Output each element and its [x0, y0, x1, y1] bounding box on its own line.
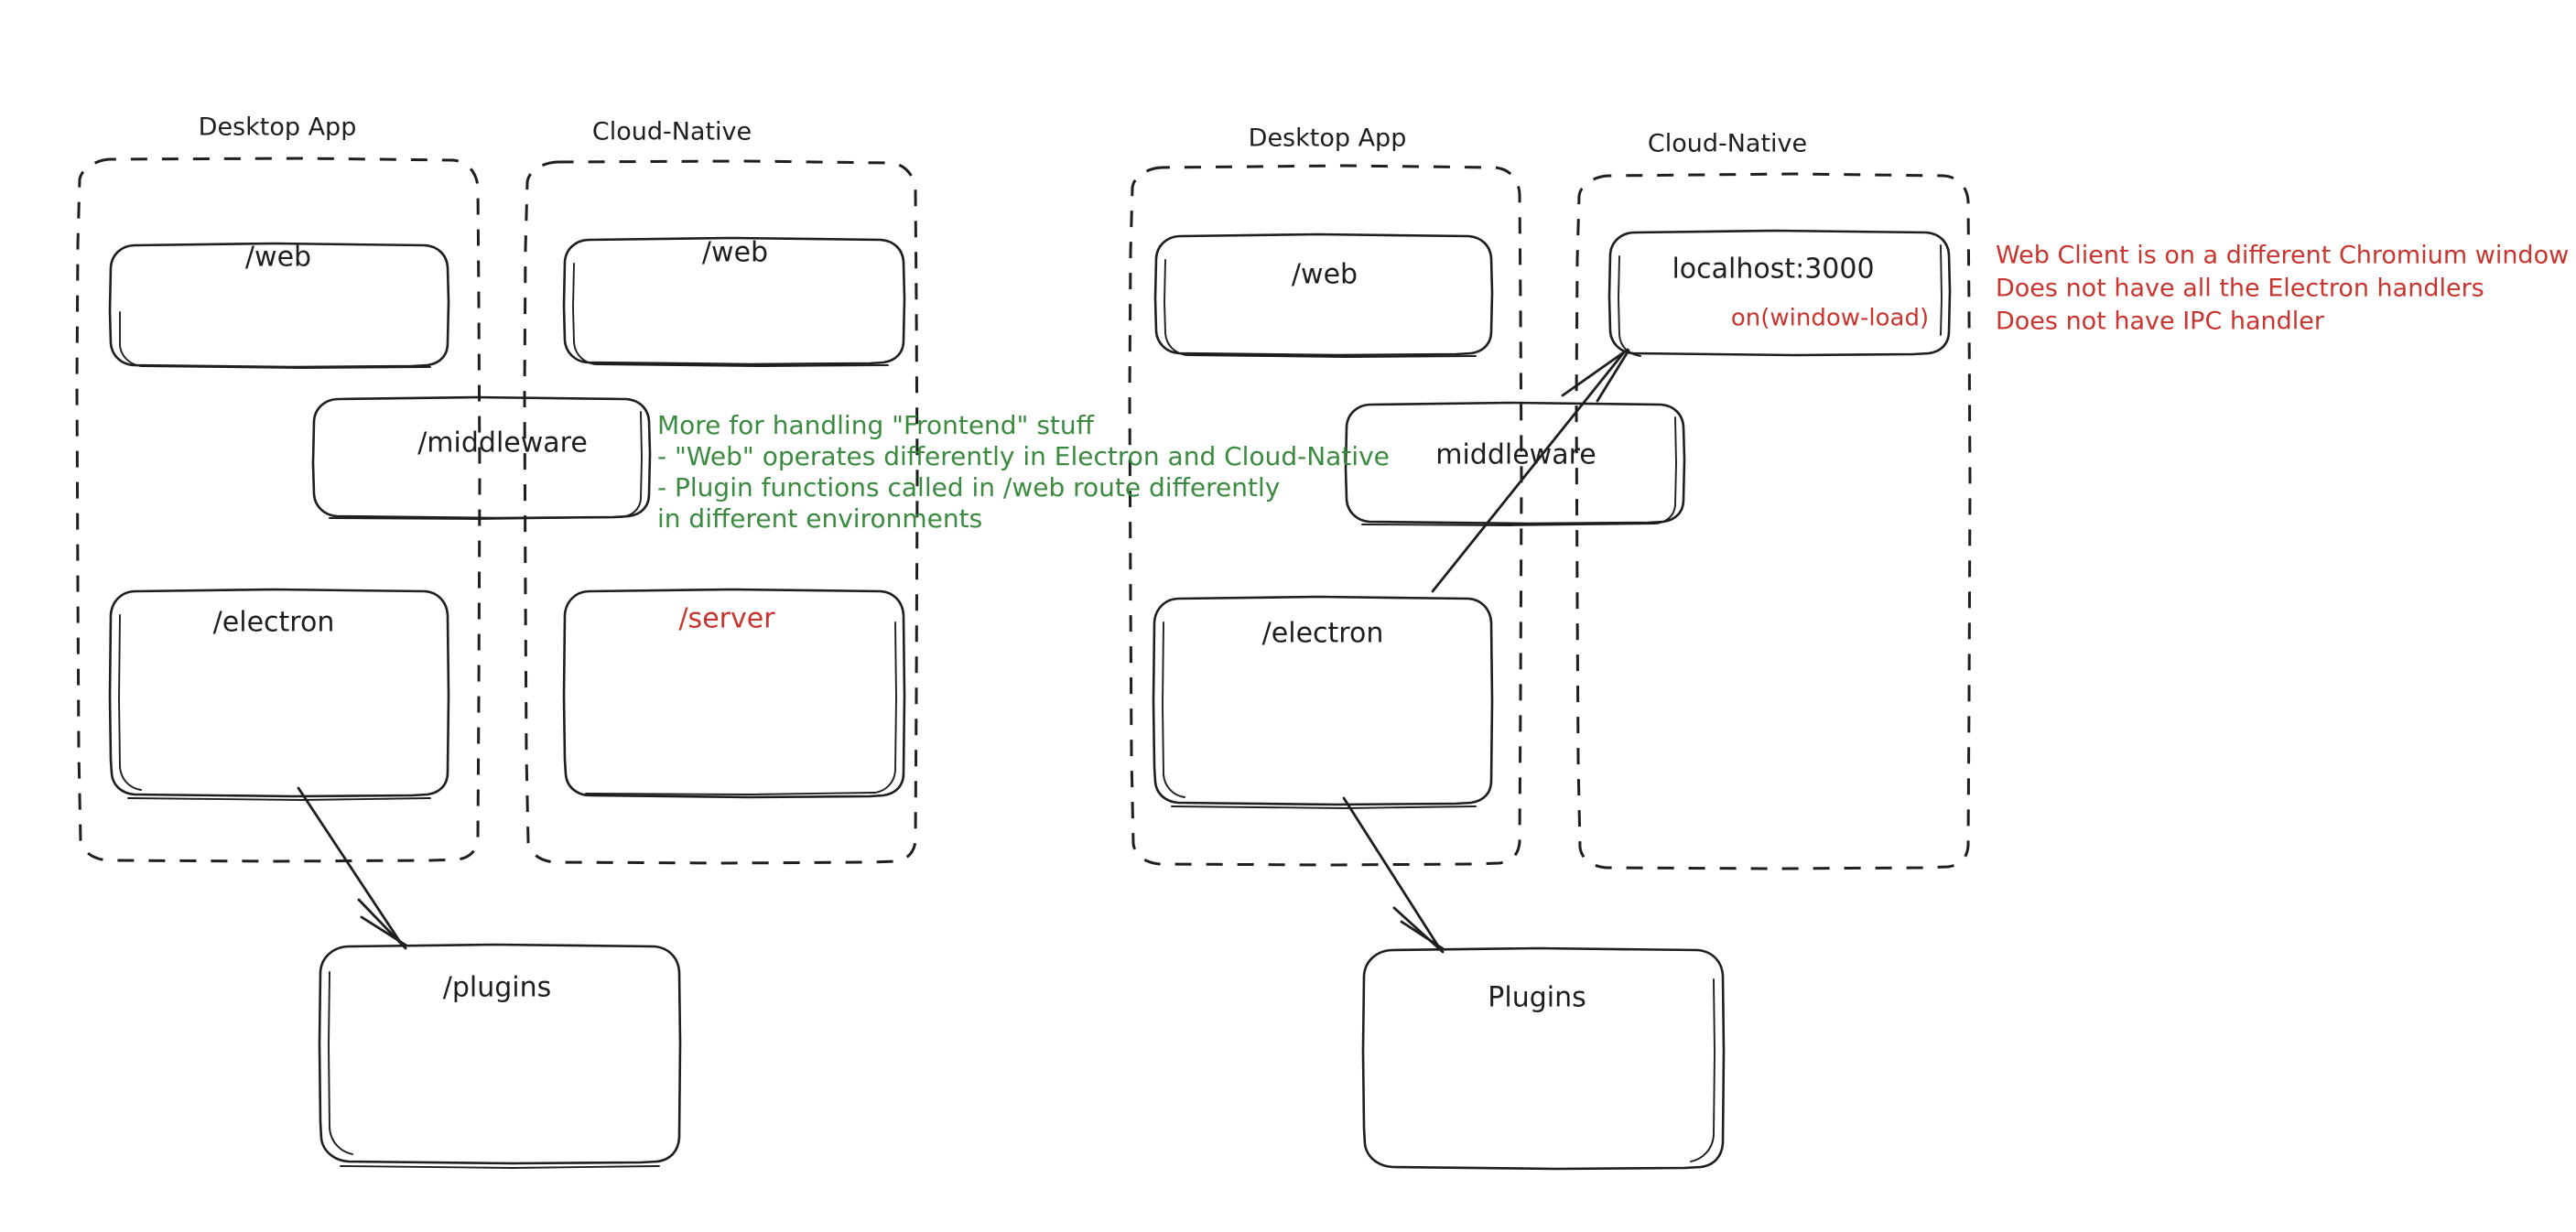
- group-label-right-desktop: Desktop App: [1249, 124, 1407, 153]
- node-label-left-web-desktop: /web: [245, 242, 311, 274]
- node-label-left-electron: /electron: [213, 607, 335, 639]
- note-red-line-1: Web Client is on a different Chromium wi…: [1996, 242, 2569, 270]
- node-label-right-localhost: localhost:3000: [1672, 254, 1874, 286]
- note-red-line-3: Does not have IPC handler: [1996, 308, 2325, 336]
- group-label-right-cloud: Cloud-Native: [1648, 130, 1807, 158]
- node-left-middleware[interactable]: [311, 395, 652, 520]
- node-left-plugins[interactable]: [318, 943, 682, 1169]
- node-left-web-desktop[interactable]: [108, 242, 450, 369]
- note-green-line-1: More for handling "Frontend" stuff: [657, 410, 1095, 440]
- node-right-web-desktop[interactable]: [1153, 232, 1494, 358]
- note-green-line-2: - "Web" operates differently in Electron…: [657, 441, 1390, 471]
- node-label-right-middleware: middleware: [1435, 439, 1596, 471]
- group-label-left-desktop: Desktop App: [199, 113, 357, 142]
- node-left-web-cloud[interactable]: [562, 236, 906, 367]
- group-container-left-desktop[interactable]: [75, 157, 482, 863]
- node-label-left-server: /server: [678, 603, 775, 635]
- note-green-line-3: - Plugin functions called in /web route …: [657, 472, 1280, 503]
- node-label-left-plugins: /plugins: [443, 972, 552, 1004]
- node-label-right-web-desktop: /web: [1292, 259, 1358, 291]
- node-label-right-plugins: Plugins: [1488, 982, 1586, 1014]
- note-green-line-4: in different environments: [657, 503, 982, 534]
- node-right-electron[interactable]: [1152, 595, 1494, 809]
- node-right-middleware[interactable]: [1344, 401, 1686, 526]
- group-container-right-desktop[interactable]: [1128, 164, 1523, 867]
- note-green: More for handling "Frontend" stuff - "We…: [657, 410, 1390, 534]
- group-label-left-cloud: Cloud-Native: [592, 118, 752, 146]
- node-label-left-middleware: /middleware: [417, 427, 588, 459]
- group-container-right-cloud[interactable]: [1575, 172, 1972, 870]
- arrow-right-electron-to-plugins: [1342, 796, 1445, 954]
- group-container-left-cloud[interactable]: [523, 159, 919, 865]
- node-label-left-web-cloud: /web: [702, 237, 768, 269]
- note-red-line-2: Does not have all the Electron handlers: [1996, 275, 2484, 303]
- node-right-plugins[interactable]: [1361, 946, 1726, 1171]
- arrow-left-electron-to-plugins: [297, 786, 408, 950]
- node-left-server[interactable]: [562, 588, 906, 799]
- note-red: Web Client is on a different Chromium wi…: [1996, 242, 2569, 336]
- node-sublabel-right-localhost: on(window-load): [1731, 305, 1929, 332]
- node-left-electron[interactable]: [108, 588, 450, 801]
- node-label-right-electron: /electron: [1262, 618, 1384, 650]
- arrow-right-electron-to-localhost: [1431, 348, 1630, 593]
- node-right-localhost[interactable]: [1607, 229, 1952, 357]
